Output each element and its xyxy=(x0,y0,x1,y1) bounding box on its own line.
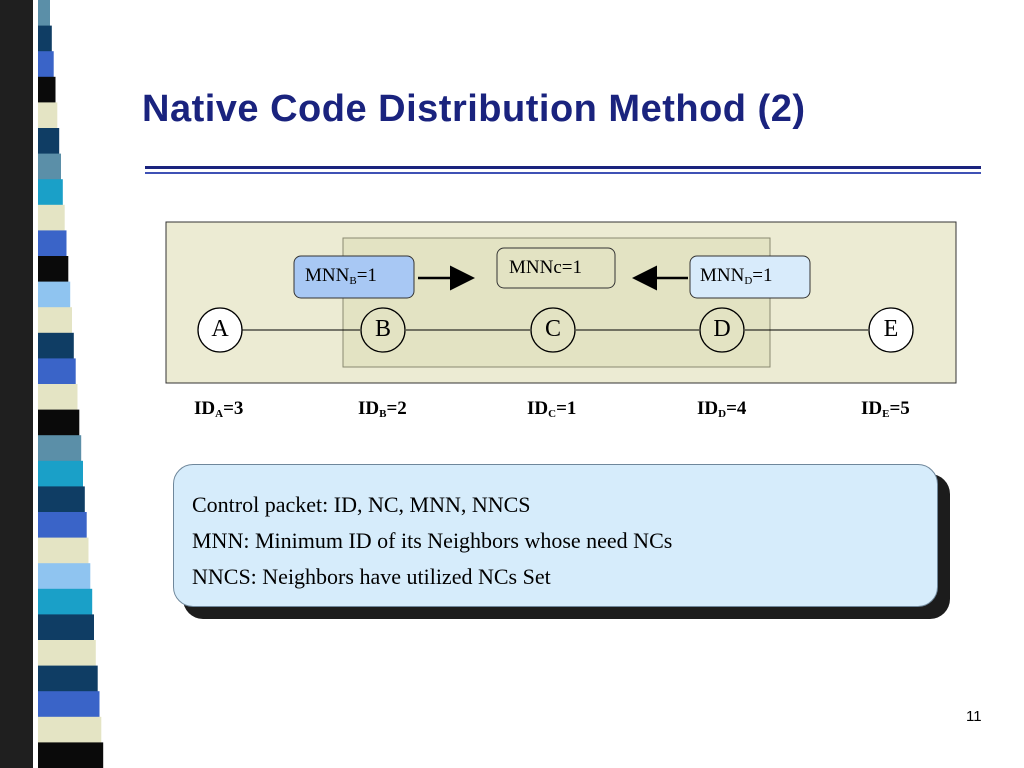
stripe-block xyxy=(38,307,72,334)
id-e-label: IDE=5 xyxy=(861,398,910,420)
stripe-block xyxy=(38,25,52,52)
mnn-d-label: MNND=1 xyxy=(700,265,773,287)
id-d-label: IDD=4 xyxy=(697,398,747,420)
info-box: Control packet: ID, NC, MNN, NNCS MNN: M… xyxy=(173,464,938,607)
info-line-mnn: MNN: Minimum ID of its Neighbors whose n… xyxy=(192,528,673,553)
node-c xyxy=(530,307,576,353)
stripe-block xyxy=(38,0,50,27)
stripe-block xyxy=(38,691,100,718)
id-a-label: IDA=3 xyxy=(194,398,244,420)
node-b-label: B xyxy=(374,316,391,342)
node-d-label: D xyxy=(713,316,731,342)
decorative-stripe-bar xyxy=(0,0,120,768)
stripe-block xyxy=(38,460,83,487)
stripe-block xyxy=(38,640,96,667)
node-a xyxy=(197,307,243,353)
stripe-block xyxy=(38,332,74,359)
stripe-block xyxy=(38,281,71,308)
stripe-block xyxy=(38,588,93,615)
stripe-block xyxy=(38,716,102,743)
node-e xyxy=(868,307,914,353)
stripe-block xyxy=(38,742,104,768)
mnn-d-box xyxy=(689,255,811,299)
stripe-block xyxy=(38,537,89,564)
stripe-block xyxy=(38,409,80,436)
stripe-block xyxy=(38,384,78,411)
stripe-block xyxy=(38,358,76,385)
mnn-b-label: MNNB=1 xyxy=(305,265,377,287)
id-c-label: IDC=1 xyxy=(527,398,577,420)
info-line-control-packet: Control packet: ID, NC, MNN, NNCS xyxy=(192,492,531,517)
stripe-block xyxy=(38,256,69,283)
stripe-block xyxy=(38,204,65,231)
stripe-block xyxy=(38,153,61,180)
node-d xyxy=(699,307,745,353)
slide-title: Native Code Distribution Method (2) xyxy=(142,88,806,130)
mnn-c-label: MNNc=1 xyxy=(509,257,582,278)
mnn-c-box xyxy=(496,247,616,289)
stripe-block xyxy=(38,512,87,539)
id-b-label: IDB=2 xyxy=(358,398,407,420)
stripe-block xyxy=(38,128,60,155)
node-e-label: E xyxy=(883,316,899,342)
stripe-block xyxy=(38,76,56,103)
page-number: 11 xyxy=(966,708,982,725)
stripe-block xyxy=(38,51,54,78)
info-line-nncs: NNCS: Neighbors have utilized NCs Set xyxy=(192,564,551,589)
stripe-block xyxy=(38,486,85,513)
node-c-label: C xyxy=(544,316,561,342)
node-a-label: A xyxy=(211,316,229,342)
node-b xyxy=(360,307,406,353)
stripe-block xyxy=(38,230,67,257)
stripe-block xyxy=(38,179,63,206)
title-divider xyxy=(145,166,981,174)
stripe-block xyxy=(38,665,98,692)
mnn-b-box xyxy=(293,255,415,299)
stripe-block xyxy=(38,102,58,129)
stripe-block xyxy=(38,614,94,641)
stripe-block xyxy=(38,563,91,590)
stripe-block xyxy=(38,435,82,462)
